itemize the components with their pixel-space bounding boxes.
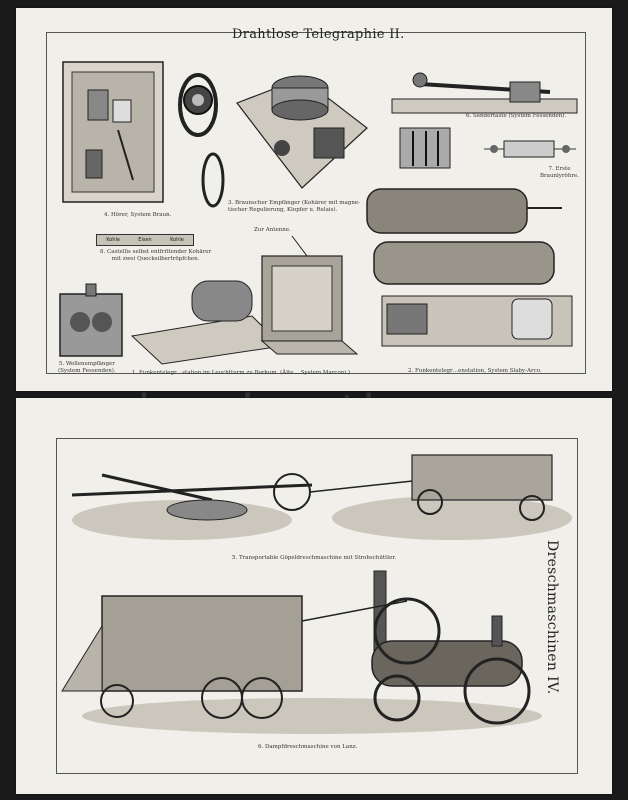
caption-fig-5-dresch: 5. Transportable Göpeldreschmaschine mit… [232,555,397,561]
caption-fig-4: 4. Hörer, System Braun. [104,212,172,218]
figure-sendertaste-detail-illustration [399,127,451,169]
caption-fig-6-dresch: 6. Dampfdreschmaschine von Lanz. [258,744,358,750]
figure-sendertaste-illustration [391,72,578,114]
kohle-label: Kohle [170,237,184,243]
caption-fig-2: 2. Funkentelegr…enstation, System Slaby-… [408,368,542,374]
figure-empfaenger-illustration [236,75,368,189]
figure-slaby-arco-station-illustration [366,188,573,347]
plate-frame [46,32,586,374]
caption-fig-8: 8. Castellis selbst entfrittender Kohäre… [100,249,212,262]
kohle-label: Kohle [106,237,120,243]
figure-marconi-station-illustration [130,235,359,365]
castelli-kohaerer-tube: Kohle Eisen Kohle [96,234,194,246]
figure-goepeldreschmaschine-illustration [71,454,572,540]
plate-title: Drahtlose Telegraphie II. [232,27,405,42]
caption-fig-6: 6. Sendertaste (System Fessenden). [466,113,567,119]
caption-fig-1: 1. Funkentelegr…station im Leuchtturm zu… [132,370,350,376]
antenna-label: Zur Antenne. [254,227,291,233]
caption-fig-3: 3. Braunscher Empfänger (Kohärer mit mag… [228,200,360,213]
plate-frame [56,438,578,774]
figure-hoerer-illustration [62,61,225,208]
caption-fig-5: 5. Wellenempfänger (System Fessenden). [58,361,116,374]
caption-fig-7: 7. Erste Braunlyröhre. [540,166,580,179]
figure-wellenempfaenger-illustration [59,283,123,357]
eisen-label: Eisen [138,237,152,243]
figure-dampfdreschmaschine-illustration [61,570,542,734]
figure-braunroehre-illustration [484,140,576,158]
